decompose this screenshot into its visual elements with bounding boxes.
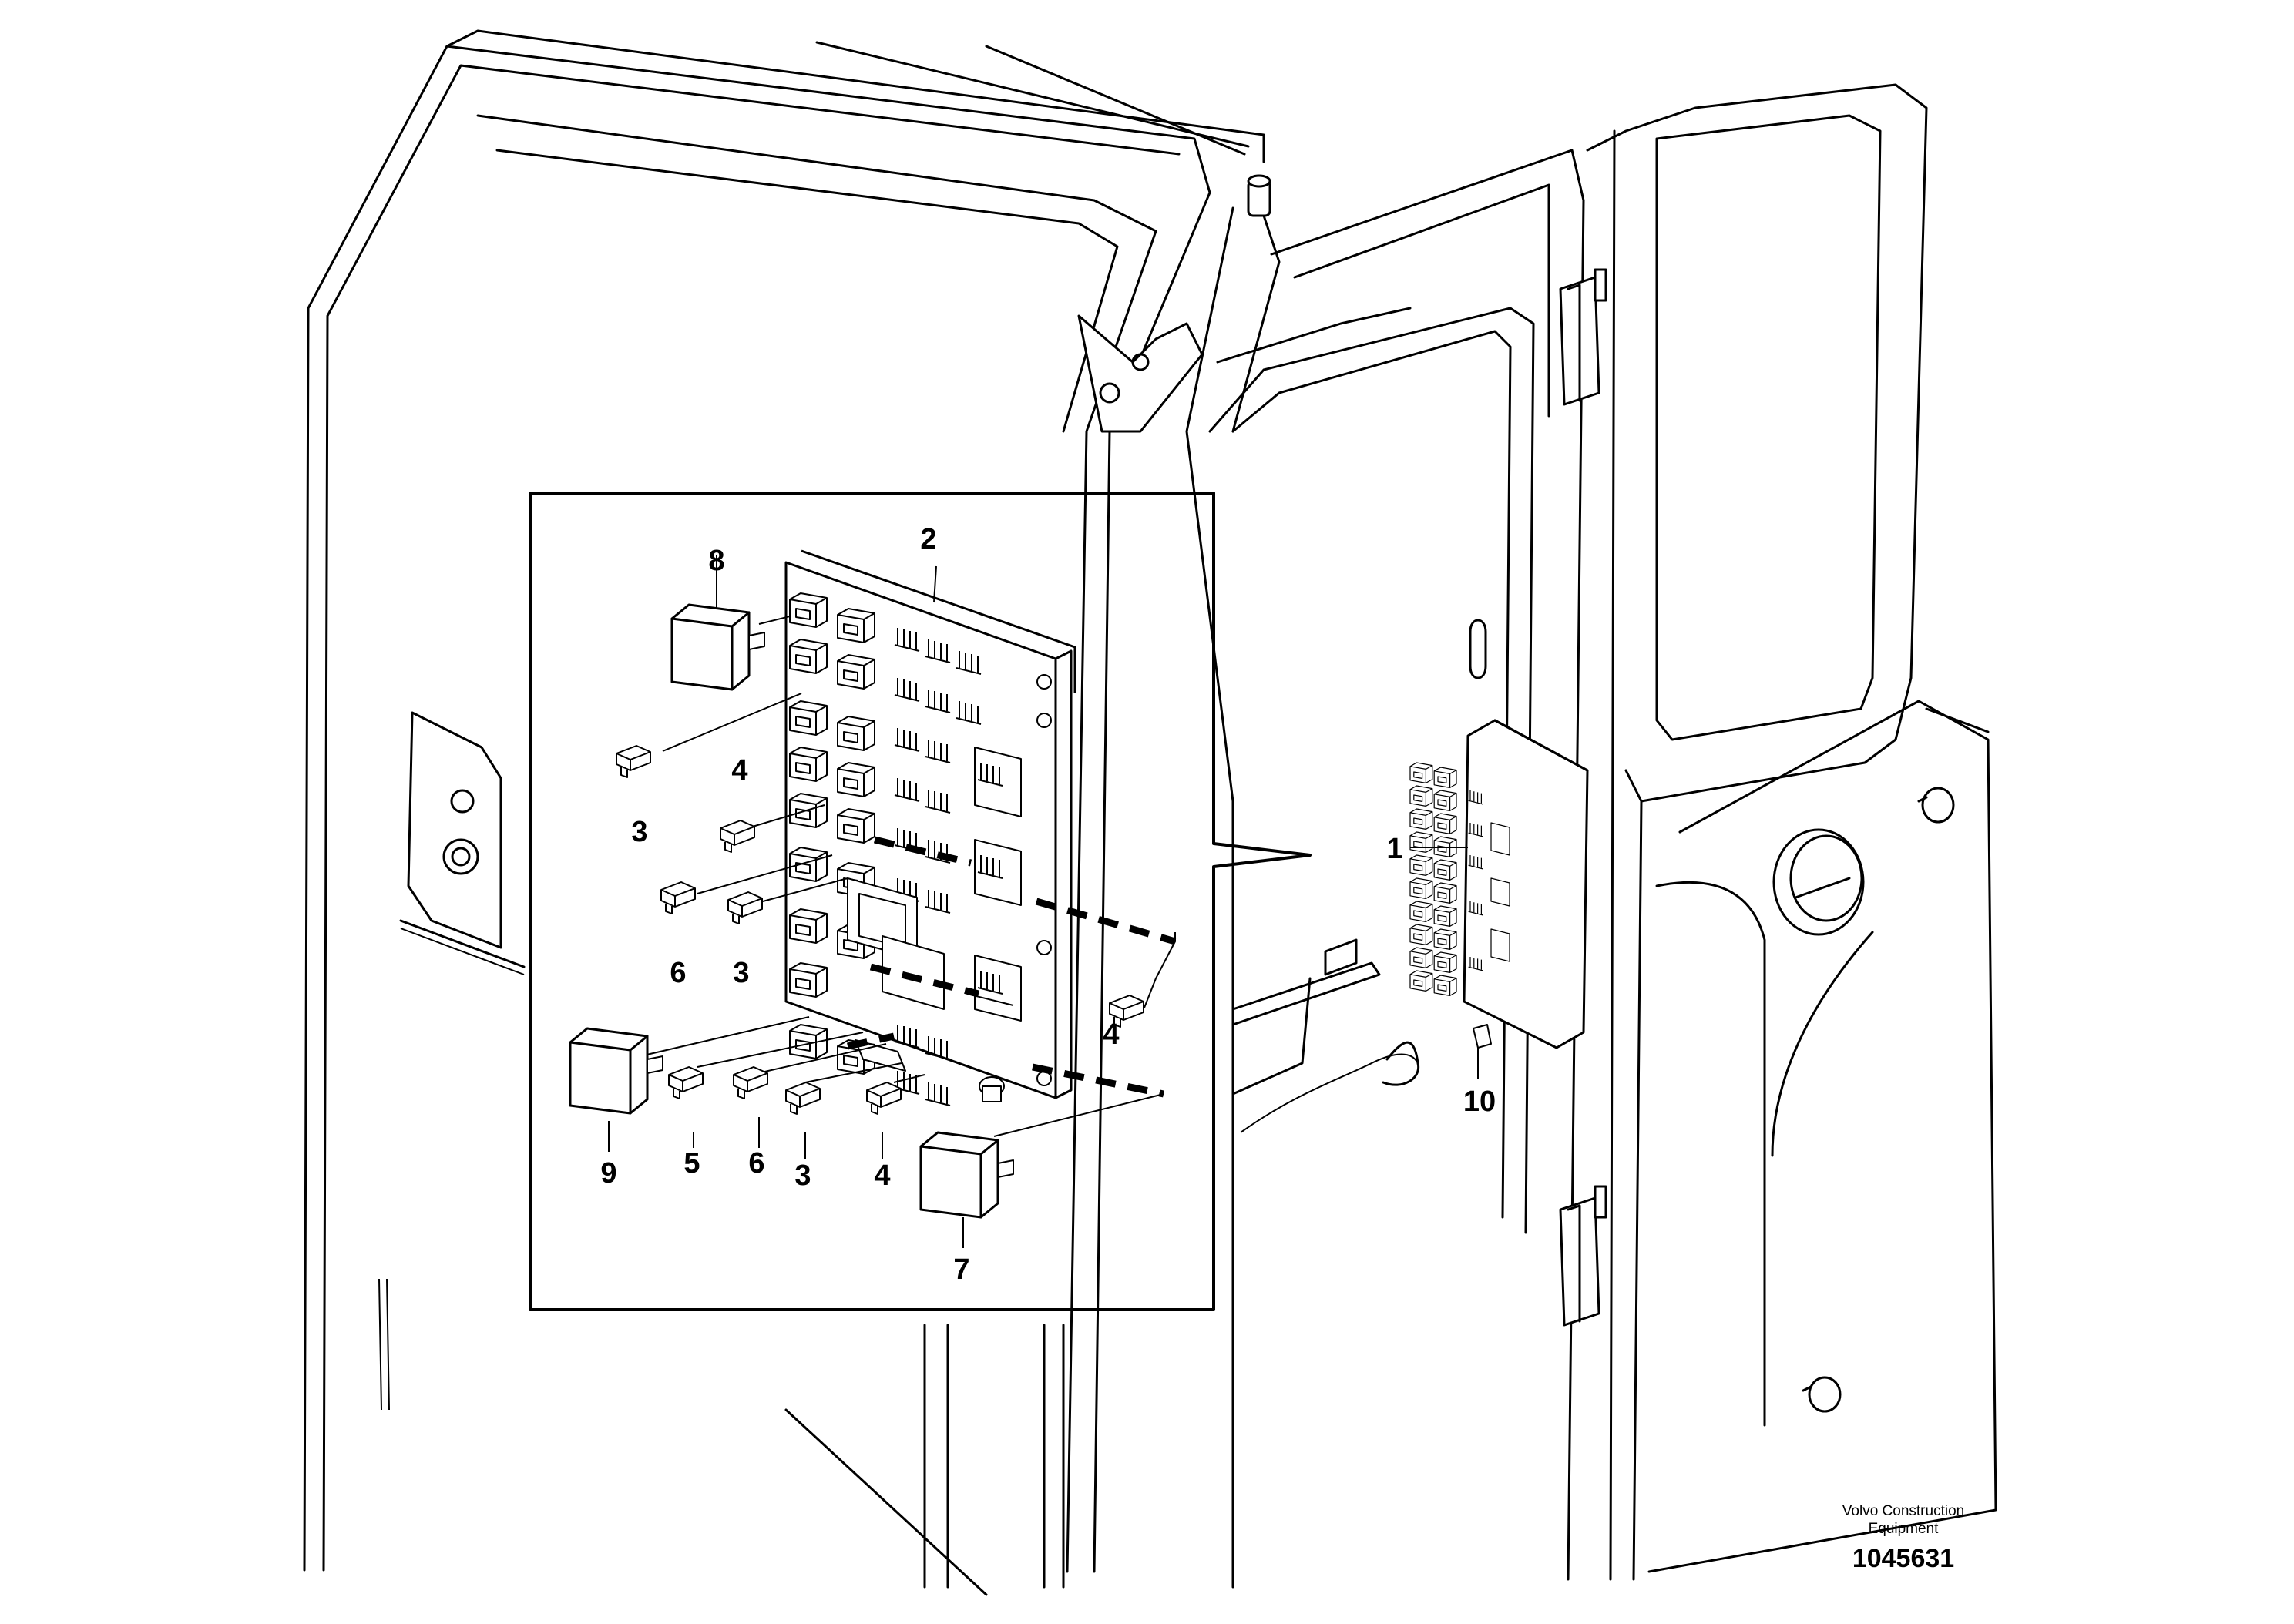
- relay-8: [670, 603, 766, 691]
- callout-2: 2: [920, 523, 936, 555]
- callout-4: 4: [1103, 1018, 1119, 1051]
- leader-lines: [608, 555, 1479, 1248]
- fuse-6-left: [660, 881, 696, 914]
- leader-dashes: [847, 836, 1177, 1098]
- callout-3: 3: [794, 1159, 811, 1192]
- fuse-3-top: [616, 745, 651, 778]
- fuse-box-assembly: [1409, 719, 1589, 1049]
- fuse-3-bottom: [785, 1082, 821, 1115]
- fuse-4-top: [720, 820, 755, 853]
- callout-labels: 2 8 3 4 6 3 4 9 5 6 3 4 7 1 10: [600, 523, 1496, 1286]
- relay-7: [919, 1131, 1015, 1219]
- fuse-5: [668, 1066, 704, 1099]
- callout-10: 10: [1463, 1085, 1496, 1118]
- cab-outline: [303, 29, 1997, 1596]
- callout-1: 1: [1386, 833, 1402, 865]
- detail-frame: [529, 492, 1312, 1311]
- fuse-3-mid: [727, 891, 763, 924]
- brand-line-1: Volvo Construction: [1842, 1503, 1965, 1519]
- fuse-4-bottom: [866, 1082, 902, 1115]
- brand-line-2: Equipment: [1868, 1521, 1939, 1537]
- callout-8: 8: [708, 545, 724, 577]
- callout-5: 5: [683, 1147, 700, 1179]
- relay-9: [569, 1027, 664, 1115]
- brand-block: Volvo Construction Equipment 1045631: [1795, 1502, 2011, 1574]
- callout-4: 4: [874, 1159, 890, 1192]
- callout-3: 3: [733, 957, 749, 989]
- callout-6: 6: [748, 1147, 764, 1179]
- callout-7: 7: [953, 1253, 969, 1286]
- callout-3: 3: [631, 816, 647, 848]
- callout-9: 9: [600, 1157, 616, 1189]
- callout-6: 6: [670, 957, 686, 989]
- drawing-number: 1045631: [1852, 1544, 1955, 1573]
- fuse-6-bottom: [733, 1066, 768, 1099]
- fuse-board: [784, 549, 1076, 1106]
- callout-4: 4: [731, 754, 747, 787]
